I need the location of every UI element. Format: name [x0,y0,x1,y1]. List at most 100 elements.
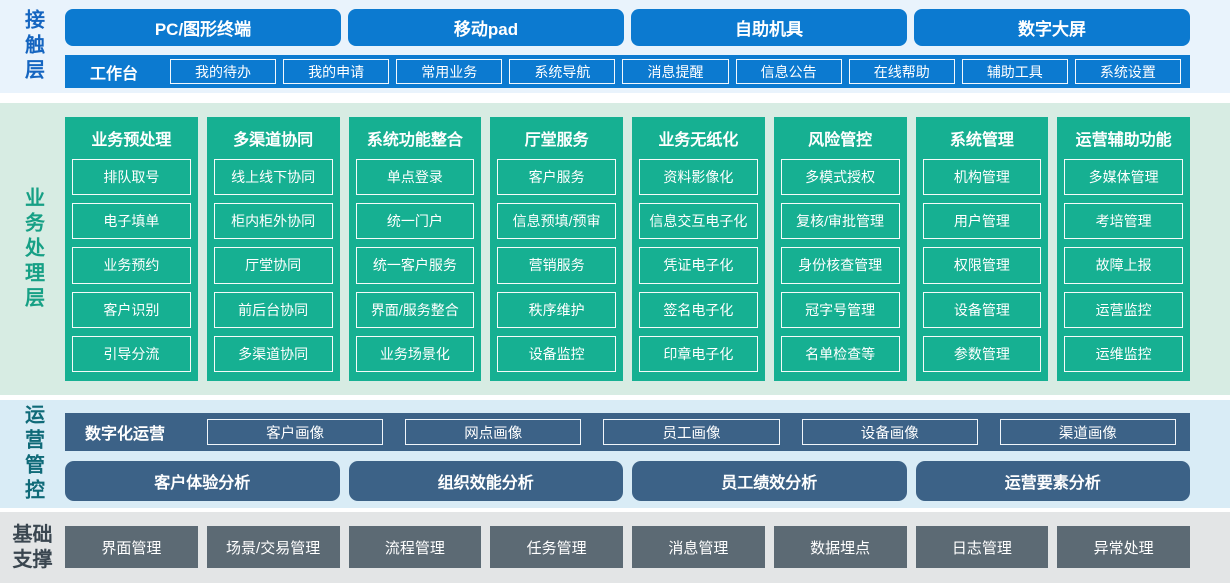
contact-layer-body: PC/图形终端 移动pad 自助机具 数字大屏 工作台 我的待办 我的申请 常用… [65,0,1230,93]
workbench-label: 工作台 [89,65,138,83]
column-title: 厅堂服务 [524,131,589,149]
terminal-row: PC/图形终端 移动pad 自助机具 数字大屏 [65,9,1190,46]
business-layer-label: 业务处理层 [0,103,65,395]
portrait-channel: 渠道画像 [999,419,1177,445]
contact-layer-label-text: 接触层 [21,9,44,84]
column-title: 系统功能整合 [366,131,463,149]
foundation-message-mgmt: 消息管理 [632,526,765,568]
operations-layer-label: 运营管控 [0,400,65,508]
column-risk-control: 风险管控 多模式授权 复核/审批管理 身份核查管理 冠字号管理 名单检查等 [773,117,907,381]
biz-item-signature-electronic: 签名电子化 [639,291,758,328]
biz-item-front-back: 前后台协同 [213,291,333,328]
biz-item-permission-mgmt: 权限管理 [922,247,1042,284]
foundation-layer-body: 界面管理 场景/交易管理 流程管理 任务管理 消息管理 数据埋点 日志管理 异常… [65,512,1230,583]
column-operation-auxiliary: 运营辅助功能 多媒体管理 考培管理 故障上报 运营监控 运维监控 [1057,117,1190,381]
column-system-integration: 系统功能整合 单点登录 统一门户 统一客户服务 界面/服务整合 业务场景化 [348,117,482,381]
biz-item-fault-report: 故障上报 [1064,247,1183,284]
biz-item-user-mgmt: 用户管理 [922,203,1042,240]
portrait-customer: 客户画像 [207,419,384,445]
column-hall-services: 厅堂服务 客户服务 信息预填/预审 营销服务 秩序维护 设备监控 [490,117,623,381]
biz-item-ui-service-integration: 界面/服务整合 [355,291,475,328]
portrait-device: 设备画像 [801,419,978,445]
foundation-ui-mgmt: 界面管理 [65,526,198,568]
biz-item-business-booking: 业务预约 [72,247,191,284]
digital-operations-bar: 数字化运营 客户画像 网点画像 员工画像 设备画像 渠道画像 [65,413,1190,451]
terminal-pc: PC/图形终端 [65,9,341,46]
foundation-layer: 基础支撑 界面管理 场景/交易管理 流程管理 任务管理 消息管理 数据埋点 日志… [0,512,1230,583]
biz-item-unified-portal: 统一门户 [355,203,475,240]
biz-item-operation-monitoring: 运营监控 [1064,291,1183,328]
workbench-item-my-todo: 我的待办 [170,59,277,84]
column-title: 多渠道协同 [233,131,314,149]
foundation-data-tracking: 数据埋点 [773,526,907,568]
column-title: 业务预处理 [91,131,172,149]
contact-layer-label: 接触层 [0,0,65,93]
workbench-item-auxiliary-tools: 辅助工具 [961,59,1068,84]
biz-item-marketing-service: 营销服务 [497,247,616,284]
biz-item-list-checking: 名单检查等 [780,335,900,373]
workbench-bar: 工作台 我的待办 我的申请 常用业务 系统导航 消息提醒 信息公告 在线帮助 辅… [65,55,1190,88]
biz-item-voucher-electronic: 凭证电子化 [639,247,758,284]
column-title: 运营辅助功能 [1075,131,1172,149]
biz-item-business-scenario: 业务场景化 [355,335,475,373]
foundation-exception-handling: 异常处理 [1057,526,1190,568]
terminal-self-service: 自助机具 [631,9,907,46]
biz-item-device-monitoring: 设备监控 [497,335,616,373]
biz-item-info-exchange-electronic: 信息交互电子化 [639,203,758,240]
biz-item-customer-identify: 客户识别 [72,291,191,328]
analysis-customer-experience: 客户体验分析 [65,461,340,501]
foundation-scenario-transaction-mgmt: 场景/交易管理 [206,526,340,568]
biz-item-counter-inout: 柜内柜外协同 [213,203,333,240]
column-title: 风险管控 [808,131,873,149]
biz-item-queue-ticket: 排队取号 [72,159,191,196]
column-title: 业务无纸化 [658,131,739,149]
business-layer-body: 业务预处理 排队取号 电子填单 业务预约 客户识别 引导分流 多渠道协同 线上线… [65,103,1230,395]
biz-item-order-maintenance: 秩序维护 [497,291,616,328]
biz-item-identity-verification: 身份核查管理 [780,247,900,284]
biz-item-multimedia-mgmt: 多媒体管理 [1064,159,1183,196]
operations-layer: 运营管控 数字化运营 客户画像 网点画像 员工画像 设备画像 渠道画像 客户体验… [0,400,1230,508]
biz-item-e-form: 电子填单 [72,203,191,240]
contact-layer: 接触层 PC/图形终端 移动pad 自助机具 数字大屏 工作台 我的待办 我的申… [0,0,1230,93]
terminal-mobile-pad: 移动pad [348,9,624,46]
foundation-process-mgmt: 流程管理 [348,526,482,568]
column-business-preprocessing: 业务预处理 排队取号 电子填单 业务预约 客户识别 引导分流 [65,117,198,381]
biz-item-unified-customer-service: 统一客户服务 [355,247,475,284]
terminal-digital-screen: 数字大屏 [914,9,1190,46]
biz-item-online-offline: 线上线下协同 [213,159,333,196]
biz-item-prefill-preaudit: 信息预填/预审 [497,203,616,240]
biz-item-training-mgmt: 考培管理 [1064,203,1183,240]
biz-item-review-approval: 复核/审批管理 [780,203,900,240]
analysis-employee-performance: 员工绩效分析 [632,461,907,501]
biz-item-organization-mgmt: 机构管理 [922,159,1042,196]
column-title: 系统管理 [949,131,1014,149]
workbench-item-system-settings: 系统设置 [1074,59,1181,84]
column-paperless-business: 业务无纸化 资料影像化 信息交互电子化 凭证电子化 签名电子化 印章电子化 [632,117,765,381]
foundation-task-mgmt: 任务管理 [490,526,623,568]
analysis-organization-efficiency: 组织效能分析 [348,461,623,501]
biz-item-sso: 单点登录 [355,159,475,196]
biz-item-multimode-authorization: 多模式授权 [780,159,900,196]
workbench-item-online-help: 在线帮助 [848,59,955,84]
foundation-log-mgmt: 日志管理 [915,526,1049,568]
workbench-item-info-announcement: 信息公告 [735,59,842,84]
analysis-operation-elements: 运营要素分析 [915,461,1190,501]
biz-item-document-imaging: 资料影像化 [639,159,758,196]
column-multichannel-collaboration: 多渠道协同 线上线下协同 柜内柜外协同 厅堂协同 前后台协同 多渠道协同 [206,117,340,381]
workbench-item-common-business: 常用业务 [396,59,503,84]
digital-operations-label: 数字化运营 [84,426,165,443]
biz-item-serial-number-mgmt: 冠字号管理 [780,291,900,328]
biz-item-guide-diversion: 引导分流 [72,335,191,373]
operations-layer-body: 数字化运营 客户画像 网点画像 员工画像 设备画像 渠道画像 客户体验分析 组织… [65,400,1230,508]
biz-item-seal-electronic: 印章电子化 [639,335,758,373]
portrait-employee: 员工画像 [603,419,780,445]
business-processing-layer: 业务处理层 业务预处理 排队取号 电子填单 业务预约 客户识别 引导分流 多渠道… [0,103,1230,395]
foundation-layer-label: 基础支撑 [0,512,65,583]
analysis-row: 客户体验分析 组织效能分析 员工绩效分析 运营要素分析 [65,461,1190,501]
workbench-item-message-reminder: 消息提醒 [622,59,729,84]
biz-item-hall-collab: 厅堂协同 [213,247,333,284]
foundation-layer-label-text: 基础支撑 [12,523,53,571]
business-layer-label-text: 业务处理层 [21,186,44,312]
column-system-management: 系统管理 机构管理 用户管理 权限管理 设备管理 参数管理 [915,117,1049,381]
